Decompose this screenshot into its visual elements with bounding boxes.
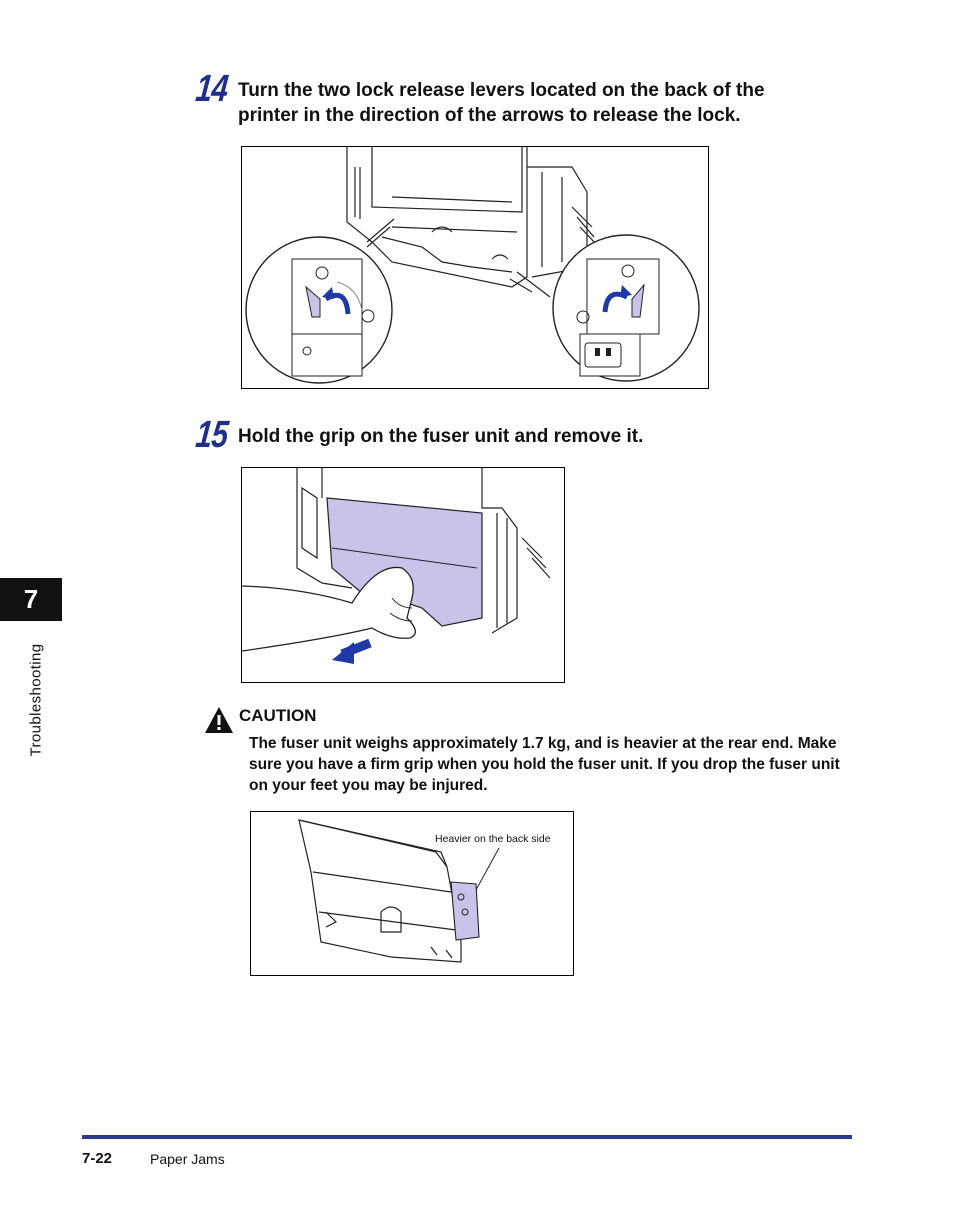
chapter-tab: 7 [0,578,62,621]
step-text: Hold the grip on the fuser unit and remo… [238,426,644,447]
lock-levers-figure [241,146,709,389]
warning-triangle-icon [205,707,233,733]
chapter-label: Troubleshooting [27,643,45,757]
heavier-callout: Heavier on the back side [435,833,551,845]
caution-title: CAUTION [239,706,317,725]
printer-back-illustration [245,147,700,384]
caution-body: The fuser unit weighs approximately 1.7 … [249,735,840,794]
step-number: 15 [193,414,230,456]
right-zoom-circle [552,234,700,382]
footer-rule [82,1135,852,1139]
step-text: Turn the two lock release levers located… [238,80,765,126]
page-number: 7-22 [82,1150,113,1167]
remove-fuser-figure [241,467,565,683]
section-name: Paper Jams [150,1151,225,1167]
left-zoom-circle [245,236,393,384]
fuser-removal-illustration [242,468,551,664]
step-number: 14 [193,68,230,110]
fuser-unit-figure: Heavier on the back side [250,811,574,976]
fuser-unit-illustration: Heavier on the back side [298,819,551,963]
